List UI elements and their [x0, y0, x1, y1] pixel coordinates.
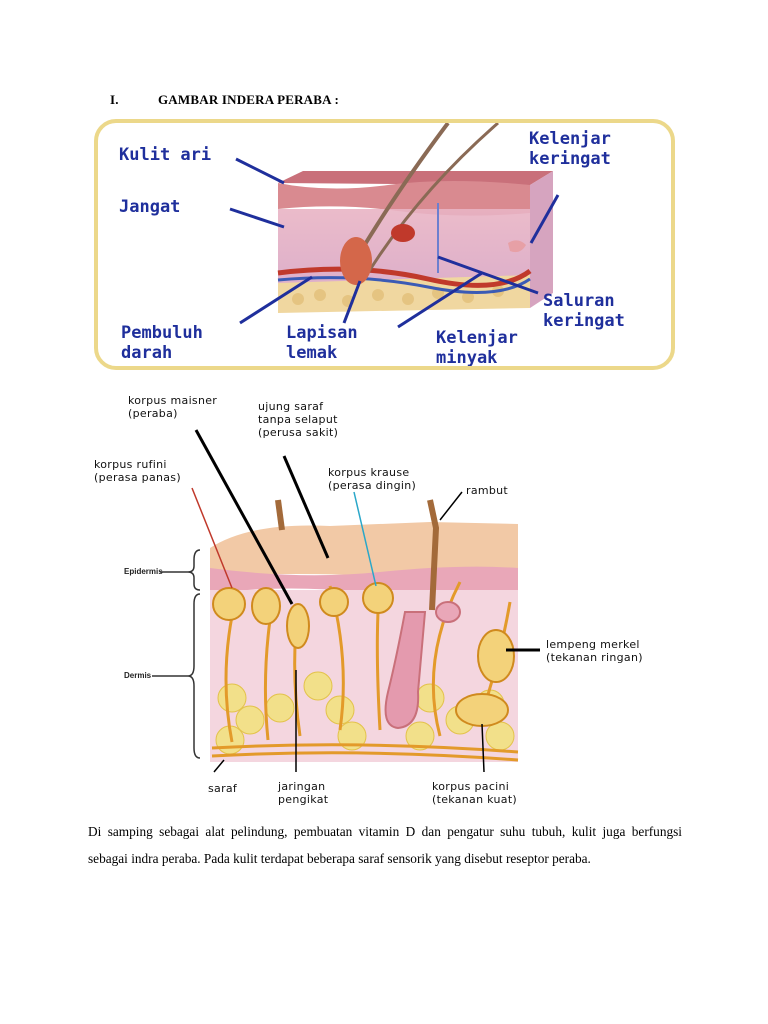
- label-lempeng-merkel: lempeng merkel (tekanan ringan): [546, 638, 643, 664]
- skin-diagram-2: korpus maisner (peraba) ujung saraf tanp…: [0, 380, 768, 810]
- label-kelenjar-keringat: Kelenjar keringat: [529, 129, 611, 169]
- label-saraf: saraf: [208, 782, 238, 795]
- label-jangat: Jangat: [119, 197, 181, 217]
- korpus-rufini-shape: [212, 587, 246, 621]
- label-korpus-pacini: korpus pacini (tekanan kuat): [432, 780, 518, 806]
- skin-block-illustration: [229, 123, 560, 329]
- label-epidermis: Epidermis: [124, 567, 163, 576]
- skin-diagram-1: Kulit ari Jangat Kelenjar keringat Salur…: [94, 119, 675, 370]
- label-saluran-keringat: Saluran keringat: [543, 291, 625, 331]
- label-kulit-ari: Kulit ari: [119, 145, 212, 165]
- korpus-pacini-shape: [455, 693, 509, 727]
- skin-side-face: [530, 171, 553, 308]
- skin-top-face: [278, 171, 553, 185]
- epidermis-surface: [210, 522, 518, 578]
- body-paragraph: Di samping sebagai alat pelindung, pembu…: [88, 824, 682, 866]
- sebaceous-gland: [435, 601, 461, 623]
- hair-shaft: [427, 499, 440, 611]
- label-ujung-saraf: ujung saraf tanpa selaput (perusa sakit): [258, 400, 339, 439]
- korpus-krause-shape: [362, 582, 394, 614]
- label-pembuluh-darah: Pembuluh darah: [121, 323, 203, 363]
- sweat-gland: [508, 240, 526, 253]
- label-dermis: Dermis: [124, 671, 152, 680]
- section-heading: I. GAMBAR INDERA PERABA :: [110, 92, 339, 108]
- hair-follicle: [340, 237, 372, 285]
- oil-gland: [391, 224, 415, 242]
- skin-receptor-illustration: [152, 429, 540, 773]
- label-lapisan-lemak: Lapisan lemak: [286, 323, 358, 363]
- lempeng-merkel-shape: [477, 629, 515, 683]
- section-number: I.: [110, 92, 119, 107]
- section-title: GAMBAR INDERA PERABA :: [158, 92, 339, 107]
- epidermis-layer: [210, 566, 518, 596]
- label-korpus-maisner: korpus maisner (peraba): [128, 394, 218, 420]
- korpus-maisner-shape: [286, 603, 310, 649]
- label-korpus-rufini: korpus rufini (perasa panas): [94, 458, 181, 484]
- label-jaringan-pengikat: jaringan pengikat: [278, 780, 329, 806]
- label-rambut: rambut: [466, 484, 509, 497]
- label-kelenjar-minyak: Kelenjar minyak: [436, 328, 518, 368]
- label-korpus-krause: korpus krause (perasa dingin): [328, 466, 417, 492]
- hair-follicle: [384, 611, 427, 730]
- epidermis-layer: [278, 181, 530, 216]
